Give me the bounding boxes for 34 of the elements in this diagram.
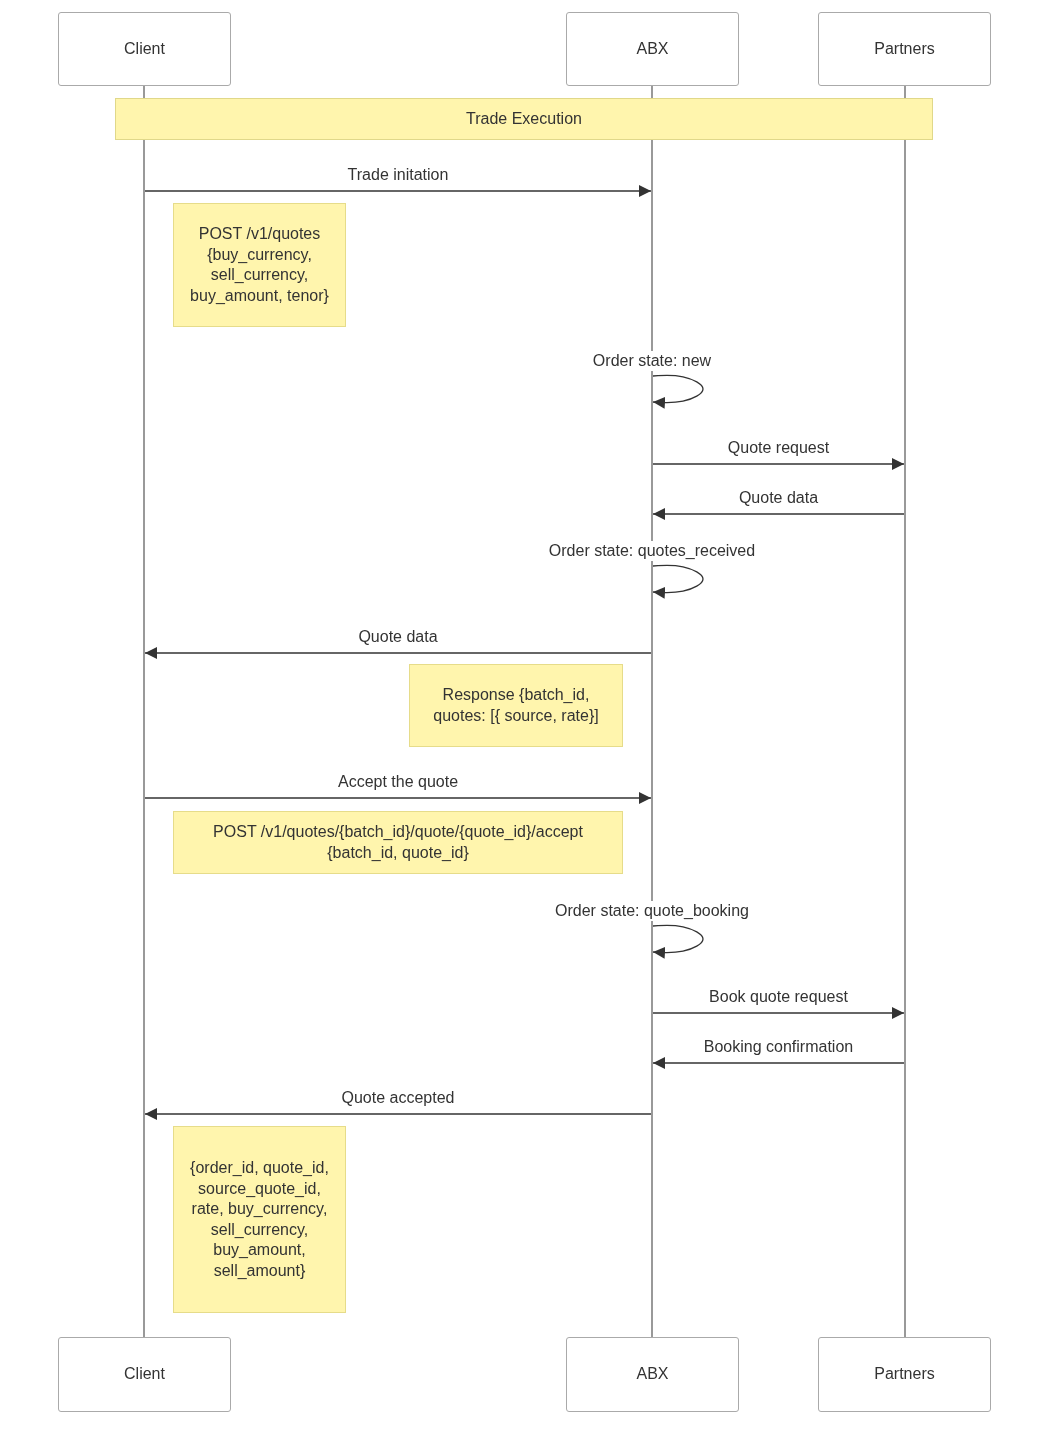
message-label: Quote data: [356, 627, 440, 647]
participant-box: Client: [58, 12, 231, 86]
message-label: Order state: new: [590, 351, 714, 371]
message-arrow: [652, 458, 905, 470]
note-box: POST /v1/quotes/{batch_id}/quote/{quote_id}/accept {batch_id, quote_id}: [173, 811, 623, 874]
message-label: Order state: quote_booking: [553, 901, 751, 921]
message-label: Quote data: [736, 488, 821, 508]
note-box: Response {batch_id, quotes: [{ source, rate}]: [409, 664, 623, 747]
message-arrow: [652, 508, 905, 520]
participant-box: Partners: [818, 1337, 991, 1412]
message-label: Quote request: [725, 438, 832, 458]
message-arrow: [144, 185, 652, 197]
note-box: {order_id, quote_id, source_quote_id, rate, buy_currency, sell_currency, buy_amount, sell_amount}: [173, 1126, 346, 1313]
message-label: Quote accepted: [339, 1088, 457, 1108]
message-arrow: [652, 924, 704, 959]
section-band: Trade Execution: [115, 98, 933, 140]
message-label: Accept the quote: [335, 772, 461, 792]
lifeline: [904, 86, 906, 1337]
message-arrow: [652, 374, 704, 409]
message-arrow: [652, 1057, 905, 1069]
message-arrow: [652, 564, 704, 599]
message-arrow: [144, 1108, 652, 1120]
participant-box: ABX: [566, 1337, 739, 1412]
message-arrow: [144, 647, 652, 659]
note-box: POST /v1/quotes {buy_currency, sell_currency, buy_amount, tenor}: [173, 203, 346, 327]
lifeline: [143, 86, 145, 1337]
message-label: Order state: quotes_received: [546, 541, 758, 561]
lifeline: [651, 86, 653, 1337]
message-arrow: [652, 1007, 905, 1019]
message-label: Book quote request: [707, 987, 850, 1007]
participant-box: ABX: [566, 12, 739, 86]
participant-box: Client: [58, 1337, 231, 1412]
participant-box: Partners: [818, 12, 991, 86]
message-arrow: [144, 792, 652, 804]
